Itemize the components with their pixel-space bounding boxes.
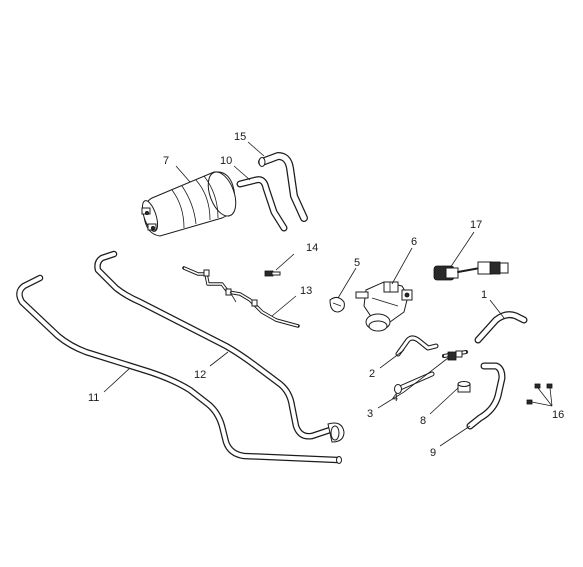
sleeve-part-8 xyxy=(457,381,471,393)
callout-10: 10 xyxy=(220,155,232,167)
callout-1: 1 xyxy=(481,289,487,301)
hose-part-11 xyxy=(16,274,342,464)
callout-2: 2 xyxy=(369,368,375,380)
hose-part-1 xyxy=(474,311,528,344)
leader-lines xyxy=(103,141,553,447)
callout-14: 14 xyxy=(306,242,318,254)
callout-13: 13 xyxy=(300,285,312,297)
callout-17: 17 xyxy=(470,219,482,231)
canister-part-7 xyxy=(141,171,237,237)
callout-15: 15 xyxy=(234,131,246,143)
callout-5: 5 xyxy=(354,257,360,269)
callout-16: 16 xyxy=(552,409,564,421)
hose-part-10 xyxy=(236,176,288,232)
callout-numbers: 1 2 3 4 5 6 7 8 9 10 11 12 13 14 15 16 1… xyxy=(88,131,564,459)
callout-9: 9 xyxy=(430,447,436,459)
hose-part-12 xyxy=(94,250,345,443)
hose-part-9 xyxy=(466,362,506,430)
clip-part-5 xyxy=(329,296,345,313)
tube-part-2 xyxy=(395,335,439,357)
bolt-part-14 xyxy=(264,270,281,277)
connector-part-4 xyxy=(442,350,468,361)
callout-12: 12 xyxy=(194,369,206,381)
callout-6: 6 xyxy=(411,236,417,248)
sensor-part-17 xyxy=(433,261,509,281)
callout-7: 7 xyxy=(163,155,169,167)
purge-valve-part-6 xyxy=(355,281,413,332)
callout-3: 3 xyxy=(367,408,373,420)
callout-11: 11 xyxy=(88,392,99,404)
callout-4: 4 xyxy=(392,392,398,404)
callout-8: 8 xyxy=(420,415,426,427)
hose-part-15 xyxy=(258,152,308,222)
tube-part-3 xyxy=(394,371,435,394)
metal-pipe-part-13 xyxy=(182,266,300,328)
